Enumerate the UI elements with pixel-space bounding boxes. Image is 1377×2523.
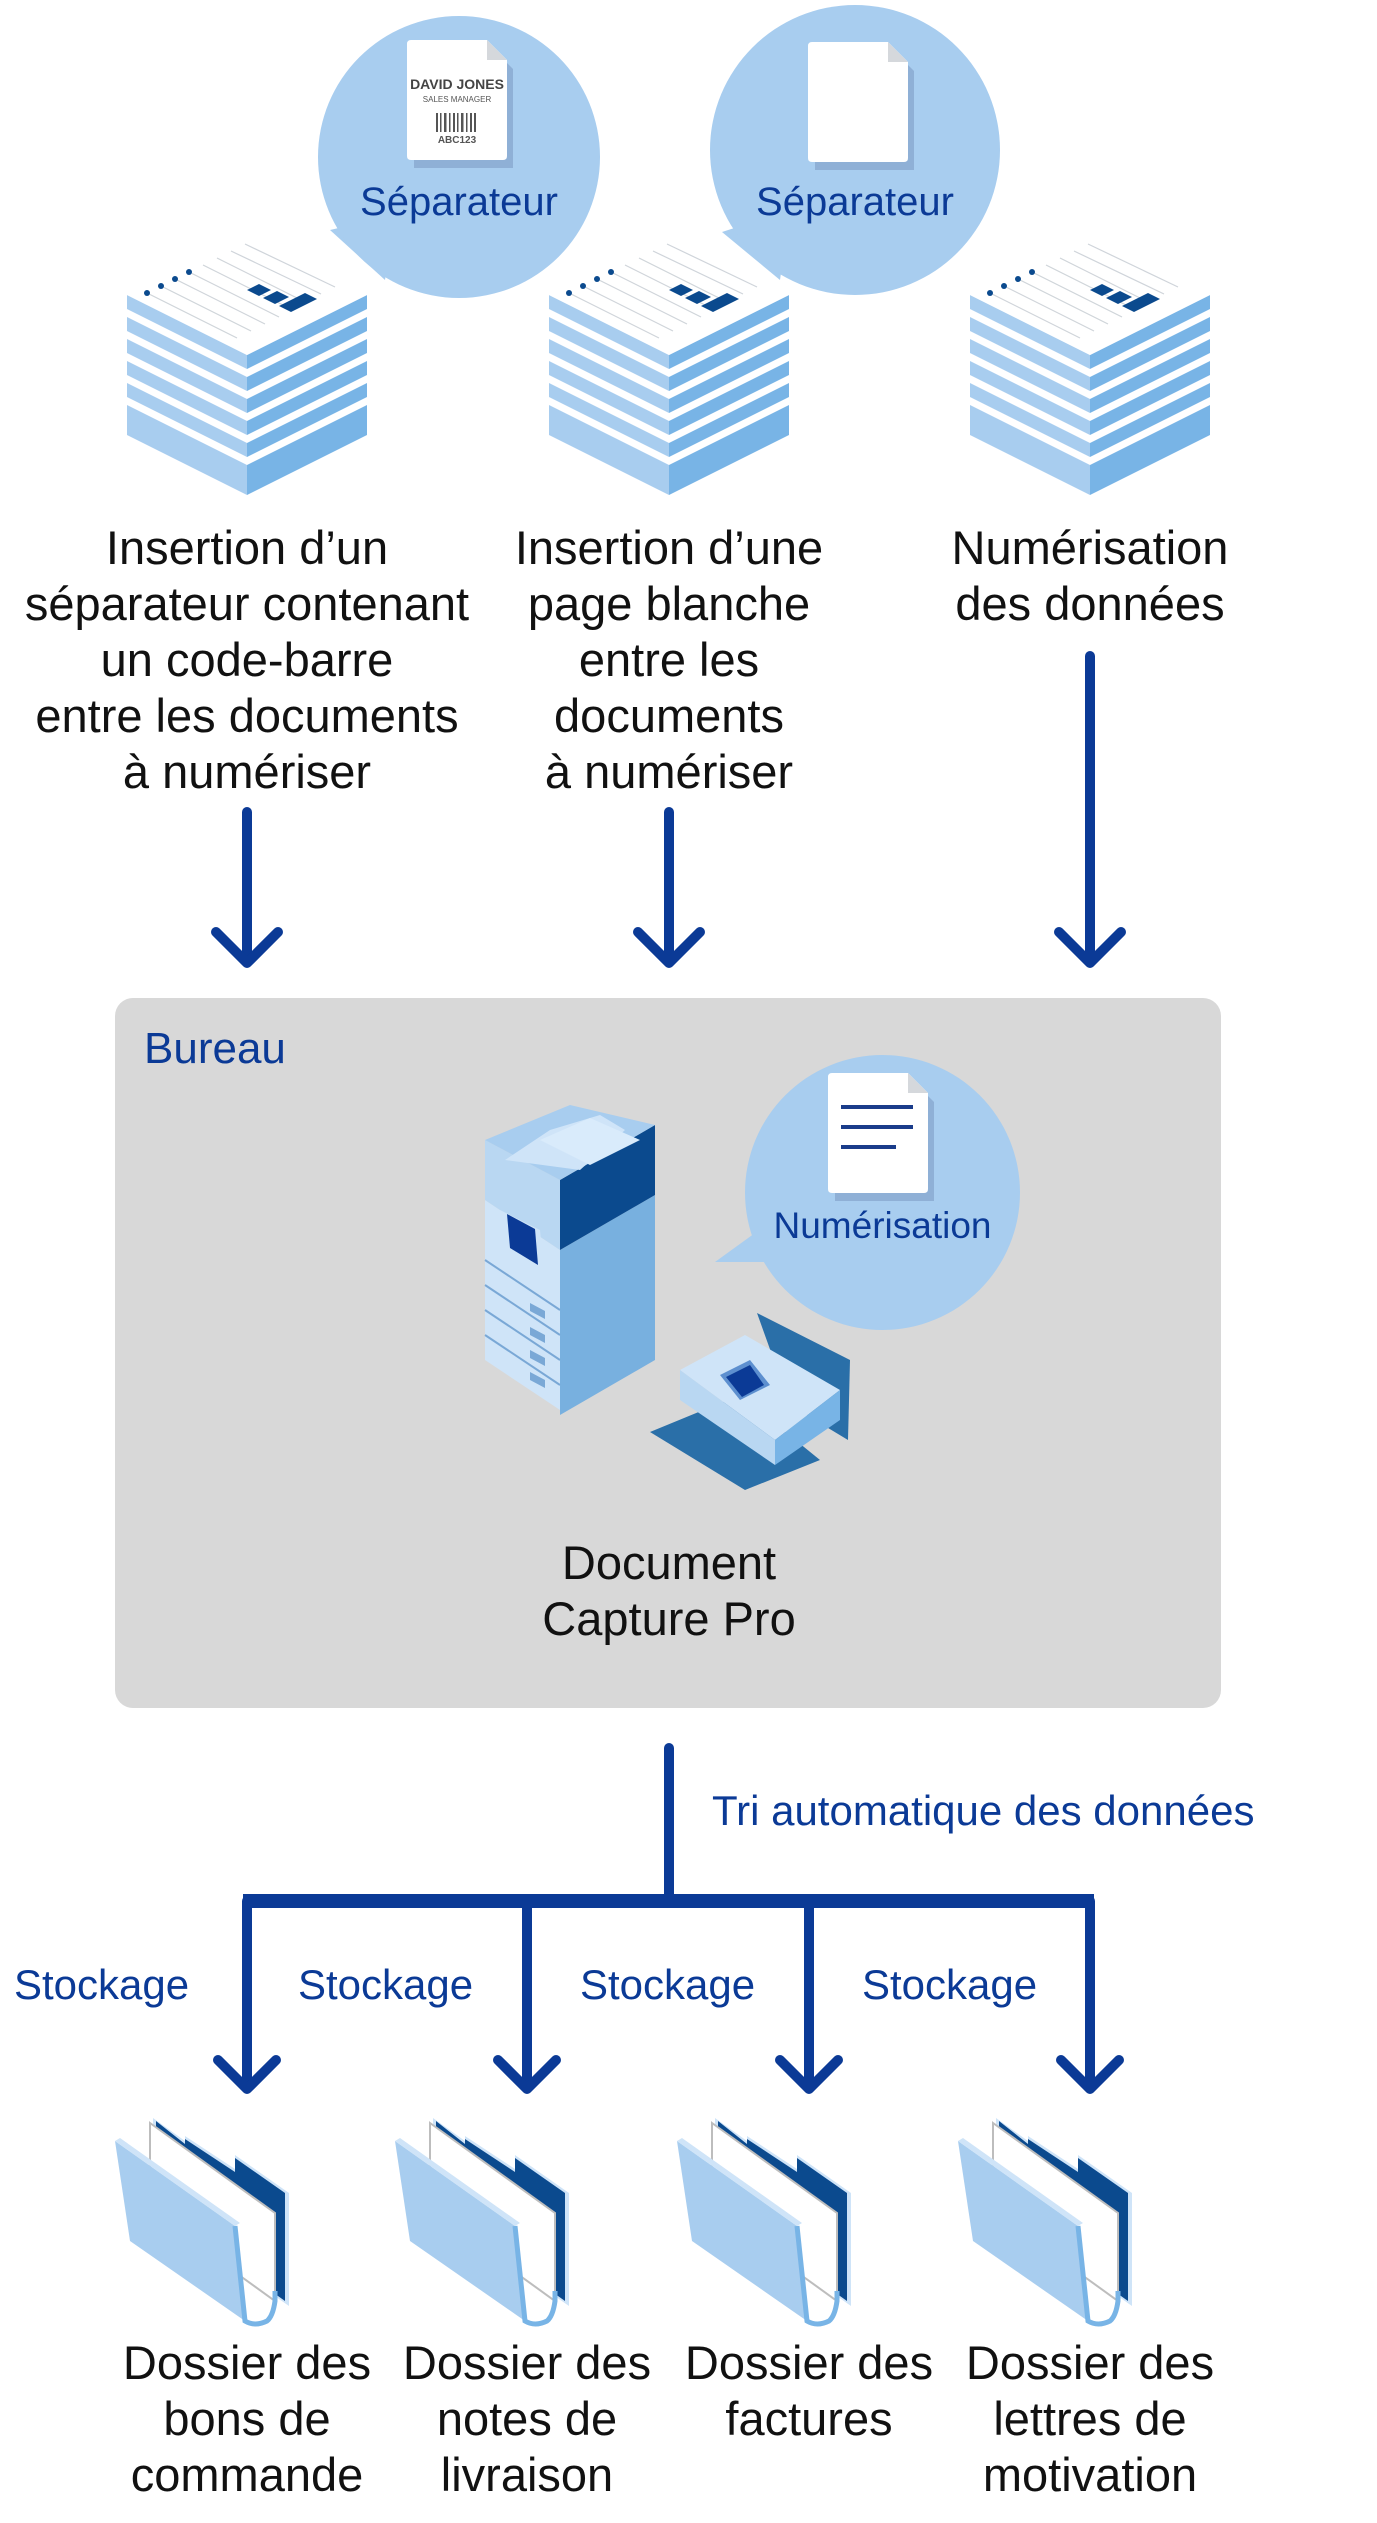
text-line: bons de [163,2392,331,2445]
folder-label-orders: Dossier des bons de commande [97,2335,397,2503]
office-panel [115,998,1221,1708]
text-line: documents [554,689,784,742]
down-arrow-icon [775,1896,843,2094]
barcode-separator-sheet-icon: DAVID JONES SALES MANAGER ABC123 [407,40,513,168]
software-name: Document Capture Pro [419,1535,919,1647]
down-arrow-icon [1054,651,1126,968]
branch-label: Stockage [580,1961,756,2008]
branch-label: Stockage [862,1961,1038,2008]
text-line: lettres de [993,2392,1187,2445]
text-line: à numériser [544,745,794,798]
text-line: entre les [578,633,760,686]
separator-sheet-code: ABC123 [437,135,477,146]
folder-icon [115,2118,289,2324]
text-line: factures [725,2392,893,2445]
text-line: séparateur contenant [24,577,470,630]
text-line: entre les documents [35,689,459,742]
down-arrow-icon [213,1896,281,2094]
text-line: motivation [982,2448,1198,2501]
document-scanner-icon [650,1313,850,1490]
text-line: des données [955,577,1225,630]
folder-label-cover-letters: Dossier des lettres de motivation [940,2335,1240,2503]
down-arrow-icon [211,807,283,968]
text-line: un code-barre [100,633,394,686]
scanned-document-icon [828,1073,934,1201]
folder-label-invoices: Dossier des factures [659,2335,959,2447]
text-line: à numériser [122,745,372,798]
folder-icon [395,2118,569,2324]
text-line: Insertion d’une [514,521,824,574]
branch-label: Stockage [14,1961,190,2008]
multifunction-printer-icon [484,1105,655,1415]
input-description-barcode: Insertion d’un séparateur contenant un c… [0,520,507,800]
sorting-label: Tri automatique des données [712,1787,1255,1834]
text-line: Insertion d’un [105,521,389,574]
down-arrow-icon [493,1896,561,2094]
text-line: Dossier des [965,2336,1215,2389]
separator-sheet-title: SALES MANAGER [422,95,492,104]
scan-bubble-label: Numérisation [773,1205,992,1246]
folder-icon [677,2118,851,2324]
text-line: Document [561,1536,777,1589]
input-description-scan: Numérisation des données [890,520,1290,632]
text-line: Dossier des [122,2336,372,2389]
input-arrows [211,651,1126,968]
text-line: page blanche [527,577,811,630]
separator-sheet-name: DAVID JONES [410,76,504,92]
input-description-blank-page: Insertion d’une page blanche entre les d… [469,520,869,800]
folder-icon [958,2118,1132,2324]
folder-label-delivery: Dossier des notes de livraison [377,2335,677,2503]
branch-label: Stockage [298,1961,474,2008]
text-line: Capture Pro [542,1592,796,1645]
text-line: notes de [436,2392,618,2445]
down-arrow-icon [633,807,705,968]
text-line: commande [130,2448,364,2501]
bubble-label: Séparateur [360,180,558,224]
blank-page-icon [808,42,914,170]
text-line: Numérisation [951,521,1229,574]
office-title: Bureau [144,1024,286,1073]
text-line: Dossier des [684,2336,934,2389]
text-line: livraison [440,2448,614,2501]
bubble-label: Séparateur [756,180,954,224]
down-arrow-icon [1056,1896,1124,2094]
text-line: Dossier des [402,2336,652,2389]
